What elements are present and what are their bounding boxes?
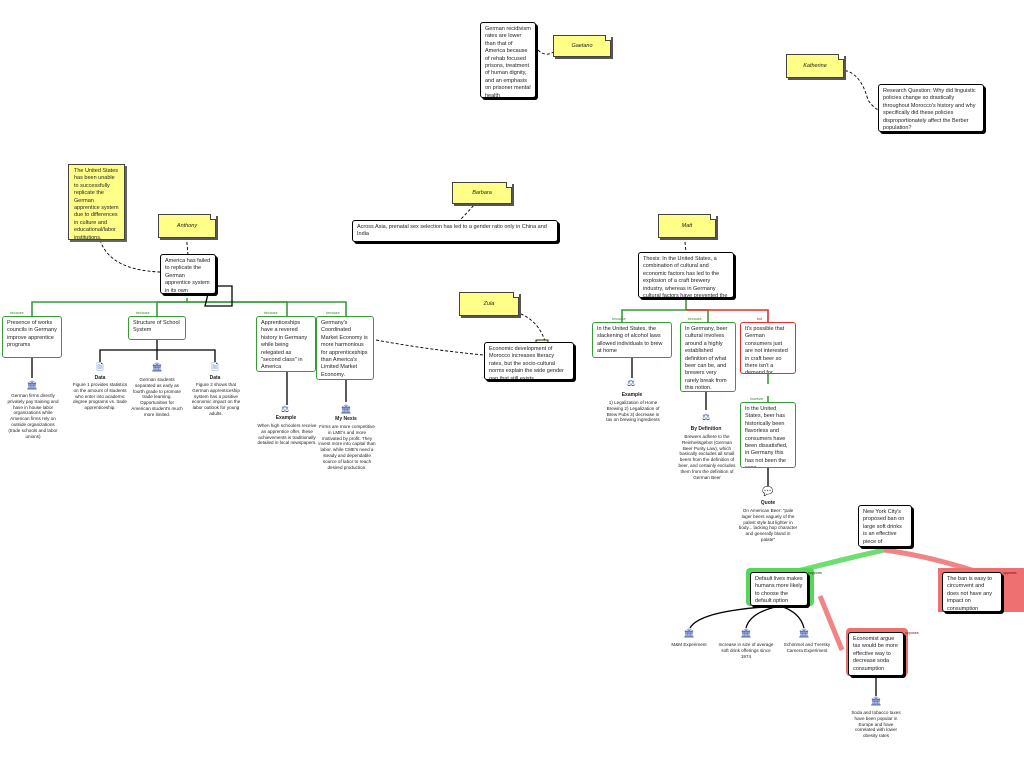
reason-label: because [688,317,702,321]
evidence-title: Example [621,392,643,398]
reason-label: because [612,317,626,321]
claim-matt[interactable]: Thesis: In the United States, a combinat… [638,252,734,298]
claim-katherine[interactable]: Research Question: Why did linguistic po… [878,84,984,132]
evidence-title: Quote [760,500,776,506]
evidence-text: German firms directly privately pay trai… [7,393,59,439]
evidence-text: German students separated as early as fo… [131,377,183,417]
claim-barbara[interactable]: Across Asia, prenatal sex selection has … [352,220,558,242]
evidence-title: By Definition [690,426,722,432]
reason-label: because [326,311,340,315]
evidence-text: Increase in size of average soft drink o… [718,642,774,659]
reason-cme[interactable]: Germany's Coordinated Market Economy is … [316,316,374,380]
tag-barbara: Barbara [452,182,512,204]
tag-gaetano: Gaetano [553,35,611,57]
reason-flavorless-beer[interactable]: In the United States, beer has historica… [740,402,796,468]
document-icon: 🗎 [96,362,104,372]
evidence-text: 1) Legalization of Home Brewing 2) Legal… [606,400,660,423]
reason-label: opposes [905,631,919,635]
reason-revered-history[interactable]: Apprenticeships have a revered history i… [256,316,316,372]
evidence-title: Example [275,415,297,421]
reason-alcohol-laws[interactable]: In the United States, the slackening of … [592,322,672,358]
pillar-icon: 🏛 [683,628,695,638]
tag-katherine: Katherine [786,54,844,78]
reason-label: because [264,311,278,315]
evidence-title: My Nexis [335,416,357,422]
pillar-icon: 🏛 [870,696,882,706]
reason-label: but [757,317,762,321]
tag-anthony: Anthony [158,214,216,238]
pillar-icon: 🏛 [740,628,752,638]
evidence-text: Figure 2 shows that German apprenticeshi… [191,382,241,416]
reason-label: however [750,397,764,401]
evidence-title: Data [94,375,106,381]
tag-zula: Zula [459,292,519,316]
reason-beer-definition[interactable]: In Germany, beer cultural involves aroun… [680,322,736,392]
claim-nyc[interactable]: New York City's proposed ban on large so… [858,505,912,547]
claim-gaetano[interactable]: German recidivism rates are lower than t… [480,22,536,98]
reason-default-lives[interactable]: Default lives makes humans more likely t… [750,572,808,606]
tag-matt: Matt [658,214,716,238]
evidence-text: Firms are more competitive in LME's and … [318,424,376,470]
evidence-text: When high schoolers receive an apprentic… [257,423,317,446]
evidence-text: Brewers adhere to the Reinheitsgebot (Ge… [678,434,736,480]
evidence-text: Figure 1 provides statistics on the amou… [72,382,128,411]
reason-label: opposes [1003,571,1017,575]
evidence-text: Schimmel and Tversky Camera Experiment [783,642,831,653]
claim-zula[interactable]: Economic development of Morocco increase… [484,342,574,380]
reason-tax-effective[interactable]: Economist argue tax would be more effect… [848,632,904,676]
evidence-text: On American Beer: "pale lager beers vagu… [738,508,798,542]
reason-label: supports [808,571,822,575]
reason-school-system[interactable]: Structure of School System [128,316,186,340]
evidence-text: Soda and tobacco taxes have been popular… [851,710,901,739]
reason-label: because [136,311,150,315]
document-icon: 🗎 [211,362,219,372]
note-us-apprentice: The United States has been unable to suc… [68,164,125,240]
pillar-icon: 🏛 [26,380,38,390]
claim-anthony[interactable]: America has failed to replicate the Germ… [160,254,216,294]
reason-german-consumers[interactable]: It's possible that German consumers just… [740,322,796,374]
evidence-text: M&M Experiment [671,642,707,647]
scale-icon: ⚖ [280,404,290,414]
reason-works-councils[interactable]: Presence of works councils in Germany im… [2,316,62,358]
reason-easy-circumvent[interactable]: The ban is easy to circumvent and does n… [942,572,1002,612]
pillar-icon: 🏛 [151,362,163,372]
scale-icon: ⚖ [626,378,636,388]
evidence-title: Data [209,375,221,381]
scale-icon: ⚖ [701,412,711,422]
reason-label: because [10,311,24,315]
speech-bubble-icon: 💬 [762,486,774,496]
pillar-icon: 🏛 [798,628,810,638]
pillar-icon: 🏛 [340,404,352,414]
